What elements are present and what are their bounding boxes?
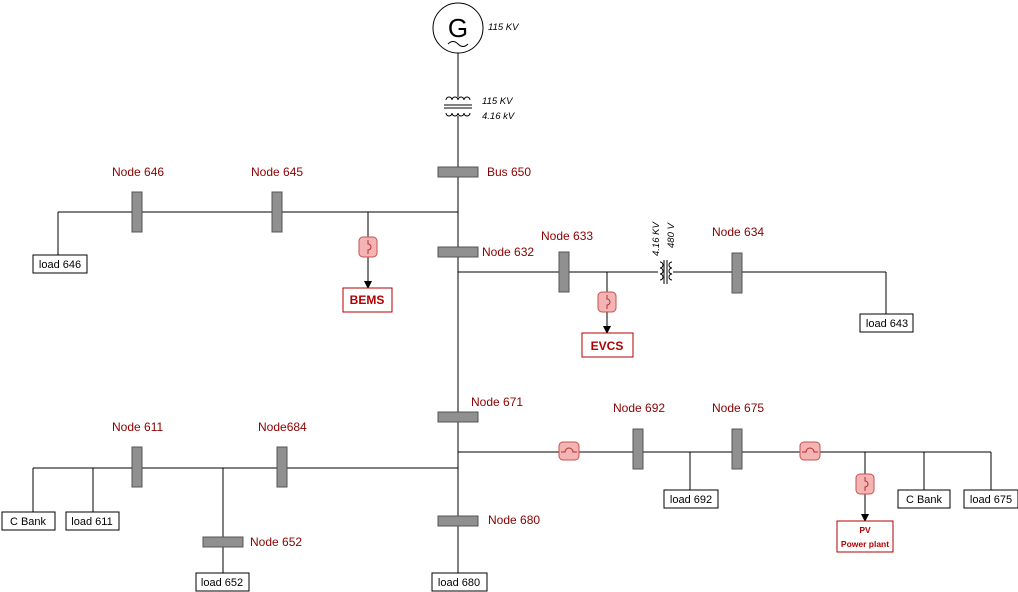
pv-label-line2: Power plant xyxy=(841,539,889,549)
load-692-box xyxy=(663,489,719,509)
transformer-633-634-secondary: 480 V xyxy=(666,222,677,248)
node-646-bar xyxy=(131,191,143,233)
pv-label-line1: PV xyxy=(859,525,871,535)
node-675-bar xyxy=(731,428,743,470)
node-692-bar xyxy=(632,428,644,470)
node-652-bar xyxy=(202,536,244,548)
load-611-box xyxy=(65,511,120,531)
generator-voltage: 115 KV xyxy=(488,22,520,33)
bems-label: BEMS xyxy=(350,293,385,307)
evcs-box xyxy=(581,332,634,358)
pv-box xyxy=(836,520,894,553)
node-652-label: Node 652 xyxy=(250,535,302,549)
node-634-bar xyxy=(731,252,743,294)
cbank-left-label: C Bank xyxy=(10,516,47,528)
load-611-label: load 611 xyxy=(71,516,112,528)
main-transformer-icon xyxy=(444,93,472,120)
node-633-label: Node 633 xyxy=(541,229,593,243)
load-643-box xyxy=(859,313,914,333)
generator: G xyxy=(432,2,484,54)
evcs-label: EVCS xyxy=(591,339,624,353)
switch-675-pv-icon xyxy=(799,441,821,461)
node-645-label: Node 645 xyxy=(251,165,303,179)
load-675-label: load 675 xyxy=(970,494,1012,506)
node-645-bar xyxy=(271,191,283,233)
switch-671-692-icon xyxy=(558,441,580,461)
load-652-label: load 652 xyxy=(201,577,243,589)
node-611-label: Node 611 xyxy=(112,420,163,434)
node-671-bar xyxy=(437,411,479,423)
node-632-bar xyxy=(437,246,479,258)
cbank-left-box xyxy=(1,511,56,531)
node-684-label: Node684 xyxy=(258,420,307,434)
load-680-box xyxy=(431,572,488,592)
node-611-bar xyxy=(131,446,143,488)
cbank-right-label: C Bank xyxy=(906,494,943,506)
evcs-fuse-icon xyxy=(597,291,617,313)
pv-fuse-icon xyxy=(855,473,875,495)
cbank-right-box xyxy=(897,489,951,509)
bus-650-label: Bus 650 xyxy=(487,165,531,179)
bems-fuse-icon xyxy=(358,236,378,258)
bems-box xyxy=(342,287,393,313)
load-692-label: load 692 xyxy=(670,494,712,506)
node-675-label: Node 675 xyxy=(712,401,764,415)
main-transformer-secondary: 4.16 kV xyxy=(482,111,516,122)
load-646-box xyxy=(32,254,88,274)
load-646-label: load 646 xyxy=(39,259,81,271)
node-684-bar xyxy=(276,446,288,488)
generator-symbol: G xyxy=(448,13,468,43)
node-680-label: Node 680 xyxy=(488,513,540,527)
node-680-bar xyxy=(437,515,479,527)
transformer-633-634-primary: 4.16 KV xyxy=(651,221,662,256)
node-692-label: Node 692 xyxy=(613,401,665,415)
generator-wave-icon xyxy=(447,41,469,47)
node-646-label: Node 646 xyxy=(112,165,164,179)
node-632-label: Node 632 xyxy=(482,245,534,259)
load-652-box xyxy=(195,572,250,592)
bus-650-bar xyxy=(437,166,479,178)
load-680-label: load 680 xyxy=(438,577,480,589)
main-transformer-primary: 115 KV xyxy=(482,96,514,107)
node-634-label: Node 634 xyxy=(712,225,764,239)
load-675-box xyxy=(963,489,1018,509)
node-633-bar xyxy=(558,251,570,293)
transformer-633-634-icon xyxy=(654,260,676,284)
load-643-label: load 643 xyxy=(866,318,908,330)
node-671-label: Node 671 xyxy=(471,395,523,409)
